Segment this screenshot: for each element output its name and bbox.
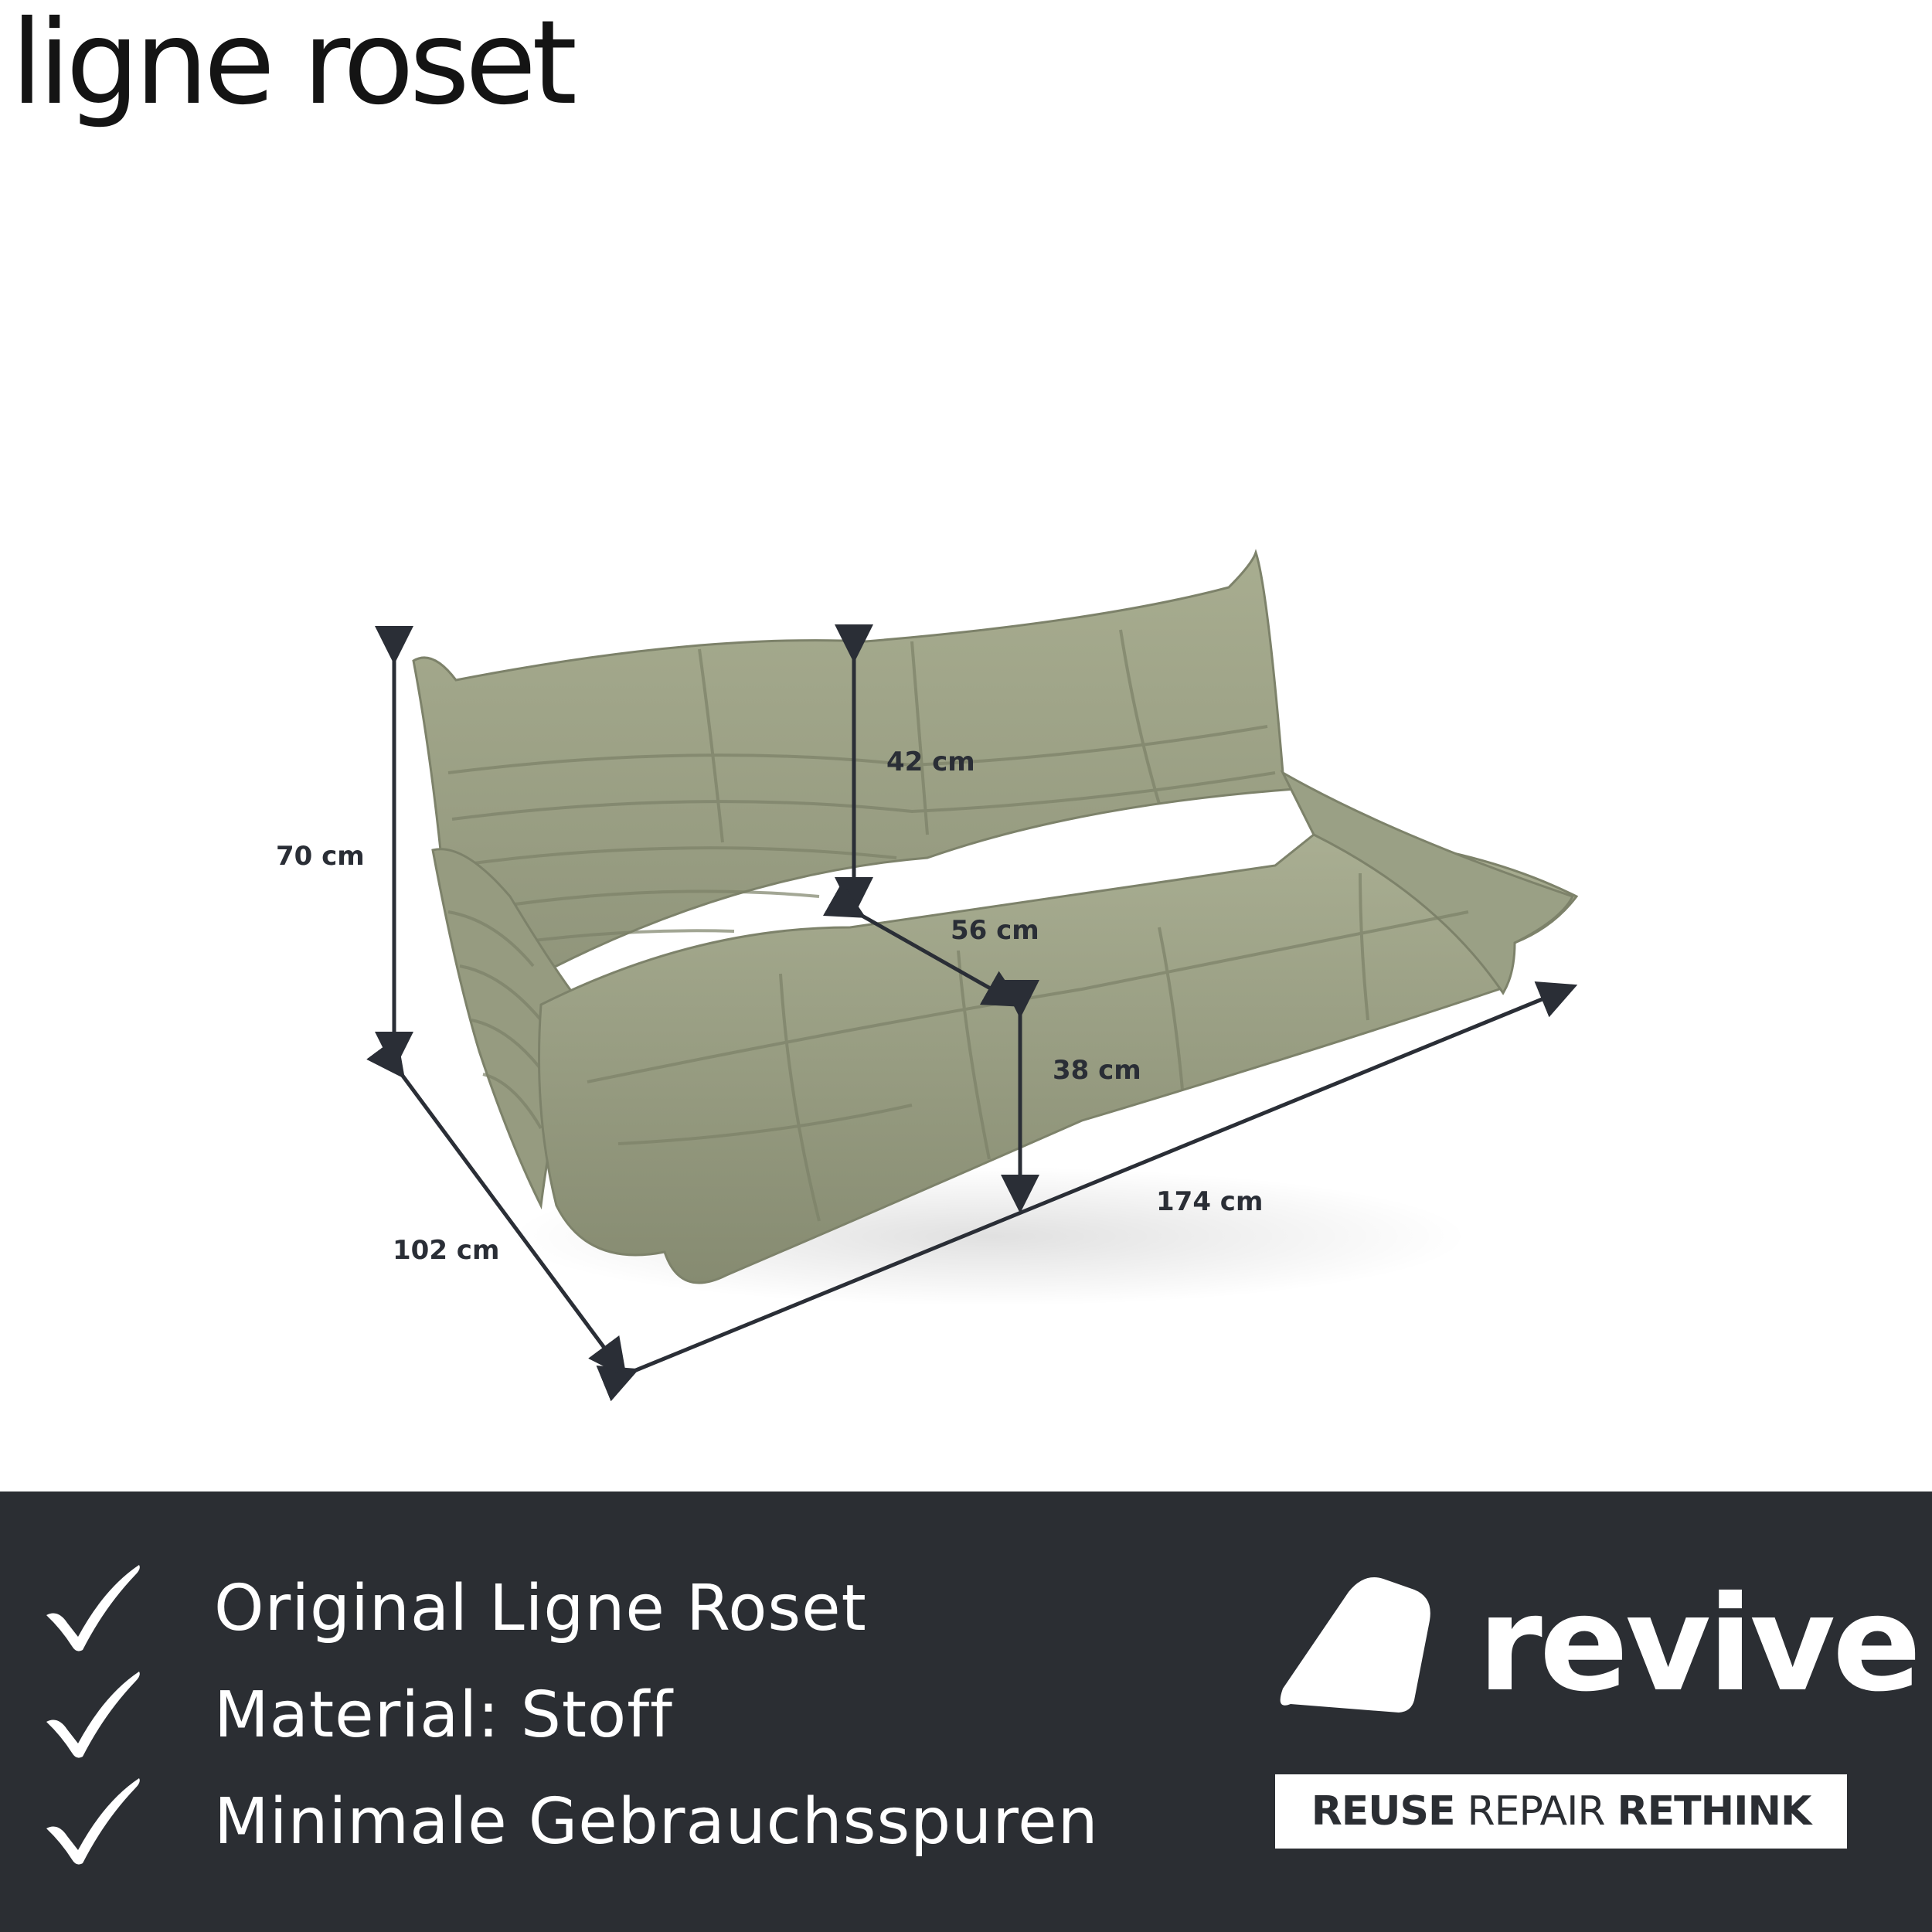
check-icon xyxy=(46,1672,140,1758)
sofa-right-arm xyxy=(1280,770,1575,995)
dimension-backrest-height: 42 cm xyxy=(886,747,975,777)
revive-mark-icon xyxy=(1280,1577,1430,1713)
dim-line-depth xyxy=(366,1036,627,1379)
feature-item: Minimale Gebrauchsspuren xyxy=(43,1774,1202,1867)
feature-item: Material: Stoff xyxy=(43,1668,1202,1760)
dimension-width: 174 cm xyxy=(1156,1186,1264,1217)
feature-text: Minimale Gebrauchsspuren xyxy=(214,1785,1099,1859)
feature-text: Material: Stoff xyxy=(214,1679,673,1752)
revive-wordmark: revive xyxy=(1478,1568,1921,1721)
info-footer: Original Ligne Roset Material: Stoff Min… xyxy=(0,1492,1932,1932)
sofa-illustration xyxy=(366,549,1579,1402)
dimension-height-total: 70 cm xyxy=(276,841,365,872)
check-icon xyxy=(46,1778,140,1865)
revive-tagline: REUSE REPAIR RETHINK xyxy=(1275,1774,1847,1849)
dim-line-width xyxy=(596,981,1578,1402)
tagline-rethink: RETHINK xyxy=(1617,1788,1812,1835)
revive-logo: revive xyxy=(1275,1573,1921,1727)
dimension-seat-height: 38 cm xyxy=(1053,1055,1141,1086)
feature-text: Original Ligne Roset xyxy=(214,1572,867,1645)
check-icon xyxy=(46,1565,140,1651)
product-image-area: 70 cm 42 cm 56 cm 38 cm 174 cm 102 cm xyxy=(276,549,1579,1402)
dimension-seat-depth: 56 cm xyxy=(951,915,1039,946)
tagline-repair: REPAIR xyxy=(1467,1788,1605,1835)
ligne-roset-logo: ligne roset xyxy=(11,0,577,131)
tagline-reuse: REUSE xyxy=(1311,1788,1456,1835)
feature-item: Original Ligne Roset xyxy=(43,1561,1202,1654)
dimension-depth: 102 cm xyxy=(393,1235,500,1266)
